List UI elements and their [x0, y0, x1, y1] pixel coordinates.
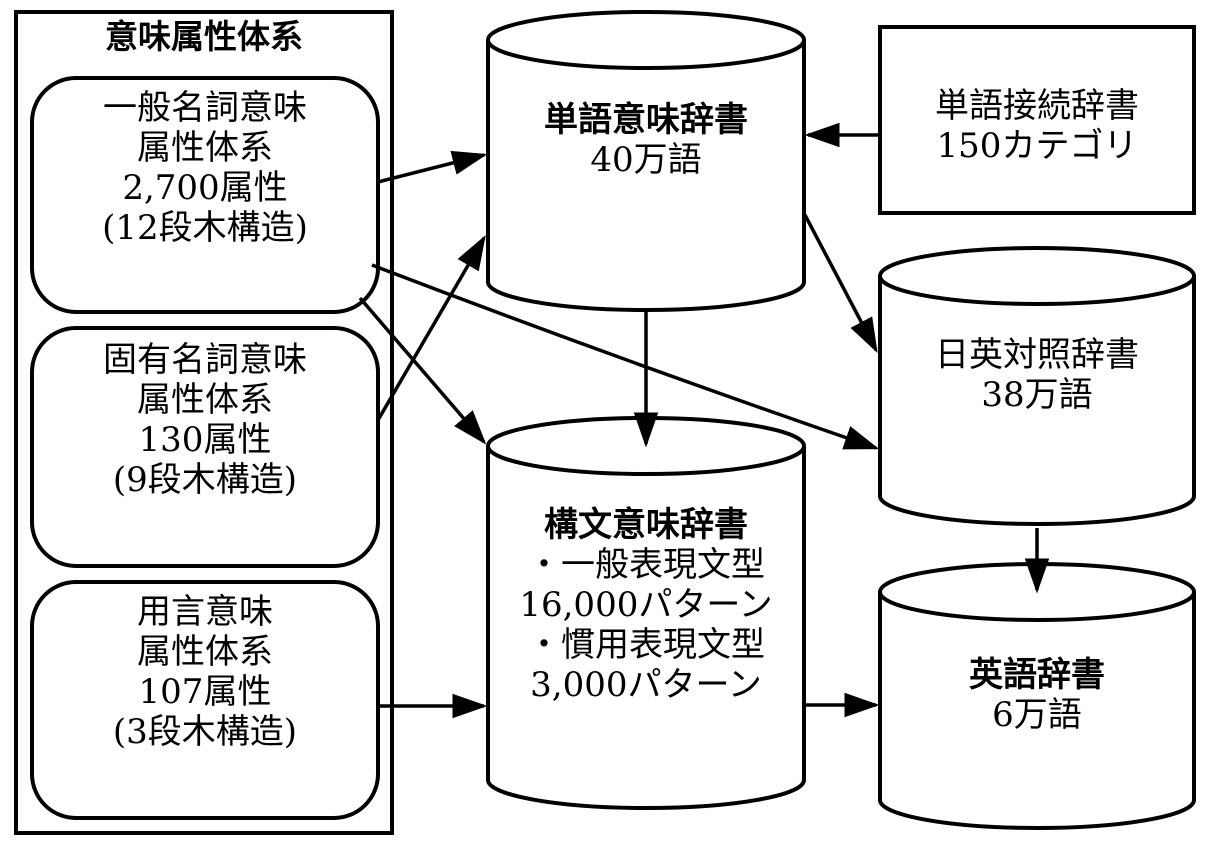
proper-noun-line-4: (9段木構造): [112, 460, 298, 501]
predicate-attribute-label: 用言意味 属性体系 107属性 (3段木構造): [32, 592, 378, 752]
syntax-semantic-dict-line-3: ・慣用表現文型: [527, 625, 765, 666]
predicate-line-2: 属性体系: [137, 632, 273, 673]
proper-noun-attribute-box: [30, 326, 380, 568]
arrow-word-dict-to-ja-en-dict: [803, 214, 878, 354]
english-dict-title: 英語辞書: [969, 655, 1105, 695]
ja-en-dict-title: 日英対照辞書: [935, 335, 1139, 375]
general-noun-line-2: 属性体系: [137, 128, 273, 169]
word-semantic-dict-size: 40万語: [590, 140, 702, 181]
word-semantic-dict-label: 単語意味辞書 40万語: [488, 100, 804, 180]
predicate-attribute-box: [30, 580, 380, 820]
general-noun-attribute-box: [30, 76, 380, 314]
proper-noun-line-3: 130属性: [138, 420, 272, 461]
predicate-line-1: 用言意味: [137, 592, 273, 632]
word-connection-dict-label: 単語接続辞書 150カテゴリ: [880, 86, 1194, 166]
general-noun-attribute-label: 一般名詞意味 属性体系 2,700属性 (12段木構造): [32, 88, 378, 248]
word-connection-dict-size: 150カテゴリ: [936, 126, 1138, 167]
ja-en-dict-size: 38万語: [981, 375, 1093, 416]
arrow-general-noun-to-word-dict: [377, 150, 488, 184]
syntax-semantic-dict-label: 構文意味辞書 ・一般表現文型 16,000パターン ・慣用表現文型 3,000パ…: [488, 505, 804, 706]
english-dict-size: 6万語: [992, 695, 1082, 736]
arrow-proper-noun-to-word-dict: [376, 234, 486, 421]
attribute-system-frame: [14, 10, 394, 835]
syntax-semantic-dict-line-4: 3,000パターン: [530, 665, 762, 706]
arrow-general-noun-to-ja-en-dict: [371, 263, 880, 450]
predicate-line-4: (3段木構造): [112, 712, 298, 753]
general-noun-line-3: 2,700属性: [122, 168, 288, 209]
attribute-system-title: 意味属性体系: [105, 17, 303, 56]
word-semantic-dict-title: 単語意味辞書: [544, 100, 748, 140]
arrow-general-noun-to-syntax-dict: [358, 296, 487, 445]
proper-noun-attribute-label: 固有名詞意味 属性体系 130属性 (9段木構造): [32, 340, 378, 500]
ja-en-dict-label: 日英対照辞書 38万語: [880, 335, 1194, 415]
proper-noun-line-1: 固有名詞意味: [103, 340, 307, 380]
syntax-semantic-dict-title: 構文意味辞書: [544, 505, 748, 545]
syntax-semantic-dict-line-2: 16,000パターン: [519, 585, 773, 626]
word-connection-dict-box: [878, 25, 1196, 215]
syntax-semantic-dict-line-1: ・一般表現文型: [527, 545, 765, 586]
general-noun-line-4: (12段木構造): [102, 208, 308, 249]
word-connection-dict-title: 単語接続辞書: [935, 86, 1139, 126]
proper-noun-line-2: 属性体系: [137, 380, 273, 421]
general-noun-line-1: 一般名詞意味: [103, 88, 307, 128]
ja-en-dict-cylinder: [878, 246, 1196, 526]
english-dict-label: 英語辞書 6万語: [880, 655, 1194, 735]
predicate-line-3: 107属性: [138, 672, 272, 713]
